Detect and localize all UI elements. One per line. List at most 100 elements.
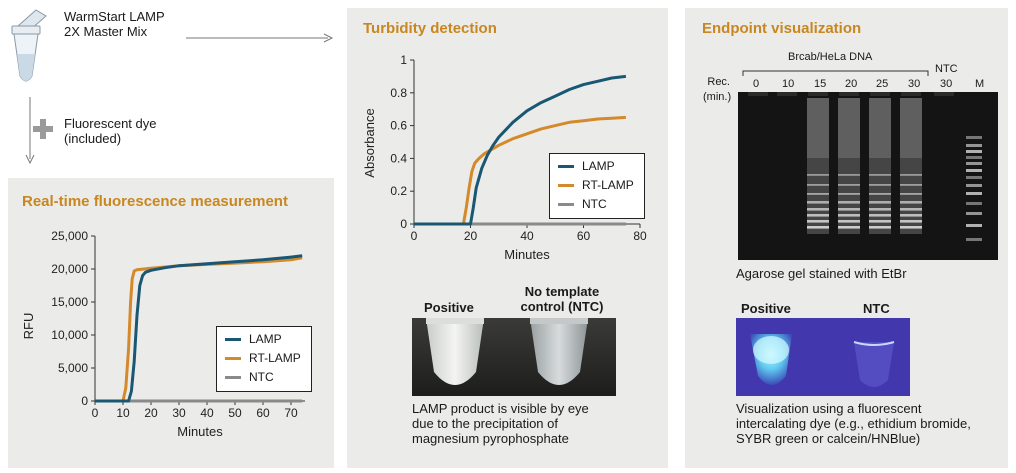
lane-label-marker: M [975,78,985,90]
photo-label-ntc: No template control (NTC) [512,284,612,314]
x-tick-label: 0 [411,229,418,243]
gel-band [807,226,829,229]
y-tick-label: 0 [400,217,407,231]
gel-well [777,92,797,96]
dye-line-1: Fluorescent dye [64,116,157,131]
y-axis-label: Absorbance [362,108,377,177]
lane-label-10: 10 [782,78,795,90]
caption-line-3: magnesium pyrophosphate [412,431,569,446]
legend-item-ntc: NTC [225,368,274,386]
y-axis-label: RFU [21,313,36,340]
turbidity-legend: LAMP RT-LAMP NTC [549,153,645,219]
y-tick-label: 0.2 [390,184,407,198]
row-label-line-2: (min.) [703,91,732,103]
marker-band [966,136,982,139]
dye-label: Fluorescent dye (included) [64,116,157,146]
y-tick-label: 5,000 [58,361,88,375]
dye-line-2: (included) [64,131,122,146]
legend-label: NTC [249,370,274,384]
gel-well [901,92,921,96]
gel-well [839,92,859,96]
marker-band [966,184,982,187]
gel-band [838,174,860,176]
y-tick-label: 20,000 [51,262,88,276]
marker-band [966,202,982,205]
turbidity-photo [412,318,616,396]
gel-band [869,226,891,229]
caption-line-2: due to the precipitation of [412,416,558,431]
arrow-right-icon [186,30,336,48]
y-tick-label: 0.4 [390,151,407,165]
fluorescent-tubes-photo [736,318,910,396]
gel-smear-top [900,98,922,158]
gel-ntc-label: NTC [935,63,958,75]
y-tick-label: 0.6 [390,119,407,133]
legend-item-lamp: LAMP [558,157,615,175]
turbidity-caption: LAMP product is visible by eye due to th… [412,401,589,446]
legend-swatch-rtlamp [558,183,574,187]
marker-band [966,176,982,179]
legend-swatch-lamp [558,164,574,168]
gel-band [869,201,891,204]
gel-band [807,208,829,211]
arrow-down-icon [25,97,35,172]
row-label-line-1: Rec. [707,76,730,88]
x-tick-label: 80 [633,229,647,243]
marker-band [966,224,982,227]
realtime-title: Real-time fluorescence measurement [22,193,288,210]
gel-background [738,92,998,260]
photo-label-ntc-dye: NTC [863,301,890,316]
legend-label: NTC [582,197,607,211]
turbidity-title: Turbidity detection [363,20,497,37]
y-tick-label: 10,000 [51,328,88,342]
x-tick-label: 40 [520,229,534,243]
lane-label-30: 30 [908,78,921,90]
legend-label: RT-LAMP [249,351,301,365]
x-tick-label: 10 [116,406,130,420]
y-tick-label: 0 [81,394,88,408]
gel-band [900,174,922,176]
plus-icon [33,119,53,144]
series-line-rt-lamp [414,115,626,226]
gel-smear-top [838,98,860,158]
gel-band [838,220,860,223]
product-line-2: 2X Master Mix [64,24,148,39]
caption-line-1: Visualization using a fluorescent [736,401,922,416]
lane-label-ntc-30: 30 [940,78,953,90]
gel-smear-top [807,98,829,158]
marker-band [966,150,982,153]
marker-band [966,192,982,195]
gel-well [748,92,768,96]
gel-band [900,201,922,204]
legend-item-rtlamp: RT-LAMP [225,349,301,367]
legend-item-rtlamp: RT-LAMP [558,176,634,194]
endpoint-title: Endpoint visualization [702,20,862,37]
gel-band [900,184,922,186]
legend-swatch-rtlamp [225,356,241,360]
gel-band [838,208,860,211]
gel-band [807,220,829,223]
tube-icon [8,6,52,86]
marker-band [966,238,982,241]
lane-label-20: 20 [845,78,858,90]
realtime-panel: Real-time fluorescence measurement [8,178,334,468]
legend-label: LAMP [249,332,282,346]
x-tick-label: 40 [200,406,214,420]
x-tick-label: 30 [172,406,186,420]
photo-label-positive-dye: Positive [741,301,791,316]
gel-row-label: Rec. (min.) [703,75,731,105]
realtime-legend: LAMP RT-LAMP NTC [216,326,312,392]
gel-band [838,214,860,217]
legend-swatch-ntc [558,202,574,206]
gel-band [900,193,922,195]
product-line-1: WarmStart LAMP [64,9,165,24]
gel-well [870,92,890,96]
series-line-rt-lamp [95,256,303,403]
gel-band [869,220,891,223]
marker-band [966,169,982,172]
x-axis-label: Minutes [504,247,550,262]
gel-band [900,208,922,211]
x-tick-label: 60 [577,229,591,243]
gel-band [807,201,829,204]
